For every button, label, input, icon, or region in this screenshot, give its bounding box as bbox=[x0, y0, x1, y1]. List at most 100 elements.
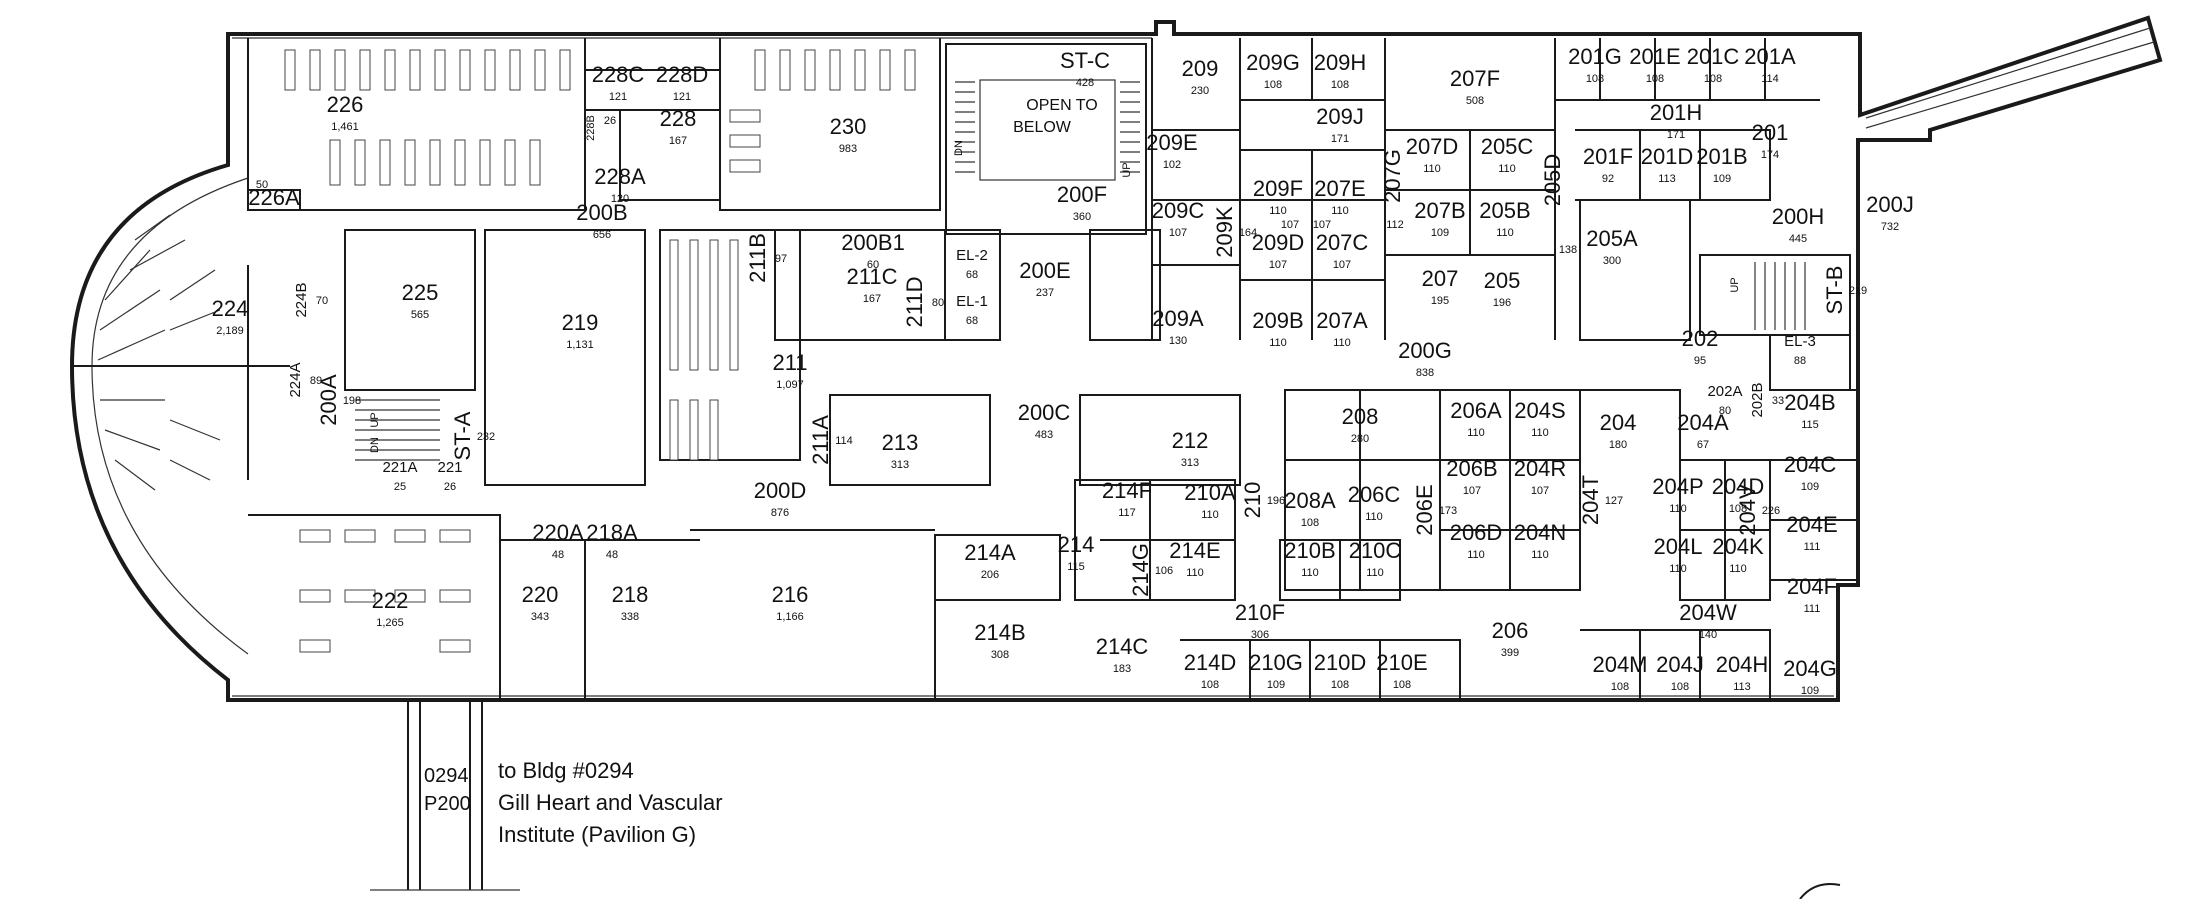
room-area: 656 bbox=[593, 229, 611, 241]
room-labels: 2261,461226A228C121228D121228167228A1202… bbox=[212, 44, 1914, 697]
room-207g: 207G bbox=[1380, 149, 1405, 203]
room-el-1: EL-168 bbox=[956, 293, 988, 327]
room-number: 213 bbox=[882, 430, 919, 455]
room-area: 108 bbox=[1586, 73, 1604, 85]
label-228b: 228B bbox=[585, 115, 597, 141]
room-number: 204A bbox=[1677, 410, 1729, 435]
room-number: 209H bbox=[1314, 50, 1367, 75]
room-number: 201 bbox=[1752, 120, 1789, 145]
room-number: 202A bbox=[1707, 383, 1742, 400]
room-number: 201D bbox=[1641, 144, 1694, 169]
room-number: 209E bbox=[1146, 130, 1197, 155]
room-number: 209K bbox=[1212, 206, 1237, 258]
room-number: ST-C bbox=[1060, 48, 1110, 73]
room-number: 228C bbox=[592, 62, 645, 87]
room-number: 201E bbox=[1629, 44, 1680, 69]
room-area: 198 bbox=[343, 395, 361, 407]
room-area: 280 bbox=[1351, 433, 1369, 445]
room-area: 127 bbox=[1605, 495, 1623, 507]
room-area: 230 bbox=[1191, 85, 1209, 97]
room-number: 210D bbox=[1314, 650, 1367, 675]
room-201d: 201D 113 bbox=[1641, 144, 1694, 185]
room-number: 214A bbox=[964, 540, 1016, 565]
room-area: 121 bbox=[609, 91, 627, 103]
room-area: 428 bbox=[1076, 77, 1094, 89]
room-area: 117 bbox=[1118, 507, 1136, 519]
room-number: 206 bbox=[1492, 618, 1529, 643]
room-number: 206E bbox=[1412, 484, 1437, 535]
room-area: 565 bbox=[411, 309, 429, 321]
room-area: 110 bbox=[1669, 563, 1687, 575]
room-area: 109 bbox=[1801, 685, 1819, 697]
room-number: 226A bbox=[248, 185, 300, 210]
room-area: 113 bbox=[1733, 681, 1751, 693]
room-area: 167 bbox=[669, 135, 687, 147]
room-area: 171 bbox=[1667, 129, 1685, 141]
label-50: 50 bbox=[256, 179, 268, 191]
room-number: 228D bbox=[656, 62, 709, 87]
room-number: ST-A bbox=[450, 411, 475, 460]
room-area: 108 bbox=[1393, 679, 1411, 691]
room-number: 205A bbox=[1586, 226, 1638, 251]
room-number: 228A bbox=[594, 164, 646, 189]
room-area: 80 bbox=[1719, 405, 1731, 417]
room-number: 208A bbox=[1284, 488, 1336, 513]
interior-walls bbox=[72, 38, 1858, 700]
room-area: 111 bbox=[1804, 603, 1821, 615]
room-area: 110 bbox=[1333, 337, 1351, 349]
room-number: 205D bbox=[1540, 154, 1565, 207]
room-area: 113 bbox=[1658, 173, 1676, 185]
room-number: 219 bbox=[562, 310, 599, 335]
room-area: 107 bbox=[1531, 485, 1549, 497]
room-area: 313 bbox=[1181, 457, 1199, 469]
room-area: 92 bbox=[1602, 173, 1614, 185]
room-226-furniture bbox=[284, 49, 571, 186]
room-area: 196 bbox=[1267, 495, 1285, 507]
room-number: 207A bbox=[1316, 308, 1368, 333]
room-number: 214C bbox=[1096, 634, 1149, 659]
room-area: 107 bbox=[1333, 259, 1351, 271]
room-number: 214D bbox=[1184, 650, 1237, 675]
room-number: 205B bbox=[1479, 198, 1530, 223]
room-area: 110 bbox=[1423, 163, 1441, 175]
room-number: 214G bbox=[1128, 543, 1153, 597]
room-number: 225 bbox=[402, 280, 439, 305]
room-number: 209D bbox=[1252, 230, 1305, 255]
room-number: 211D bbox=[902, 277, 927, 328]
room-number: 207C bbox=[1316, 230, 1369, 255]
